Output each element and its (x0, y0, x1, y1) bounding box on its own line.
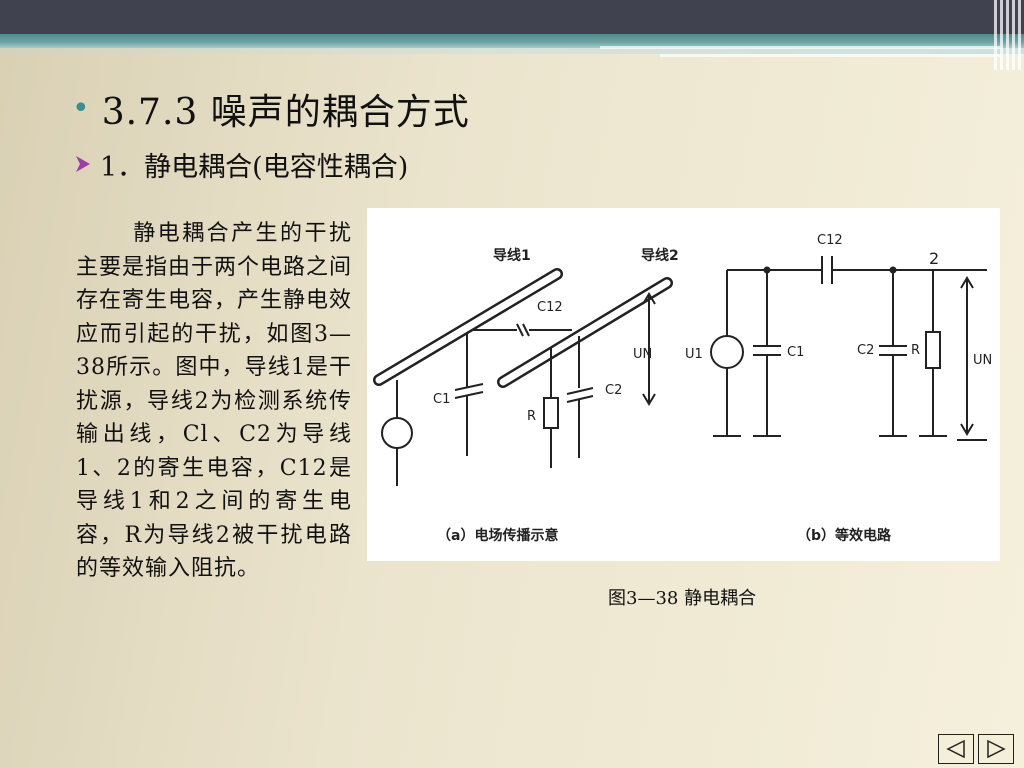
slide-navigation (938, 734, 1014, 764)
b-caption: （b）等效电路 (797, 527, 892, 544)
triangle-left-icon (946, 739, 965, 759)
b-c1-label: C1 (787, 345, 804, 360)
header-decoration (600, 40, 1000, 64)
triangle-right-icon (987, 739, 1006, 759)
b-u1-label: U1 (685, 347, 703, 362)
circuit-diagram: 导线1 导线2 C12 C1 R C2 UN （a）电场传播 (373, 233, 992, 544)
u1-source-icon (710, 335, 744, 369)
a-un-label: UN (633, 347, 652, 362)
corner-stripes (990, 0, 1024, 70)
b-c2-label: C2 (857, 343, 874, 358)
section-heading: 1．静电耦合(电容性耦合) (74, 144, 408, 184)
b-c12-label: C12 (817, 233, 843, 248)
slide-title: • 3.7.3 噪声的耦合方式 (72, 84, 470, 134)
source-icon (381, 417, 413, 449)
wire2-rod (497, 277, 673, 388)
figure-caption: 图3—38 静电耦合 (608, 588, 757, 609)
teal-band (0, 34, 1024, 48)
b-un-label: UN (973, 353, 992, 368)
a-r-label: R (527, 409, 536, 424)
a-caption: （a）电场传播示意 (437, 527, 558, 544)
a-c2-label: C2 (605, 383, 622, 398)
section-heading-text: 1．静电耦合(电容性耦合) (100, 151, 409, 183)
body-paragraph: 静电耦合产生的干扰主要是指由于两个电路之间存在寄生电容，产生静电效应而引起的干扰… (76, 221, 353, 581)
previous-slide-button[interactable] (938, 734, 974, 764)
b-r-label: R (911, 343, 920, 358)
a-c1-label: C1 (433, 392, 450, 407)
b-node2-label: 2 (929, 249, 939, 268)
a-c12-label: C12 (537, 300, 563, 315)
title-text: 3.7.3 噪声的耦合方式 (101, 92, 470, 133)
bullet-icon: • (72, 91, 90, 126)
next-slide-button[interactable] (978, 734, 1014, 764)
circuit-figure: 导线1 导线2 C12 C1 R C2 UN （a）电场传播 (367, 208, 1000, 561)
wire1-rod (373, 268, 563, 386)
wire2-label: 导线2 (641, 247, 679, 264)
arrow-bullet-icon (76, 156, 90, 172)
wire1-label: 导线1 (493, 247, 531, 264)
light-band (0, 48, 1024, 54)
top-bar (0, 0, 1024, 34)
